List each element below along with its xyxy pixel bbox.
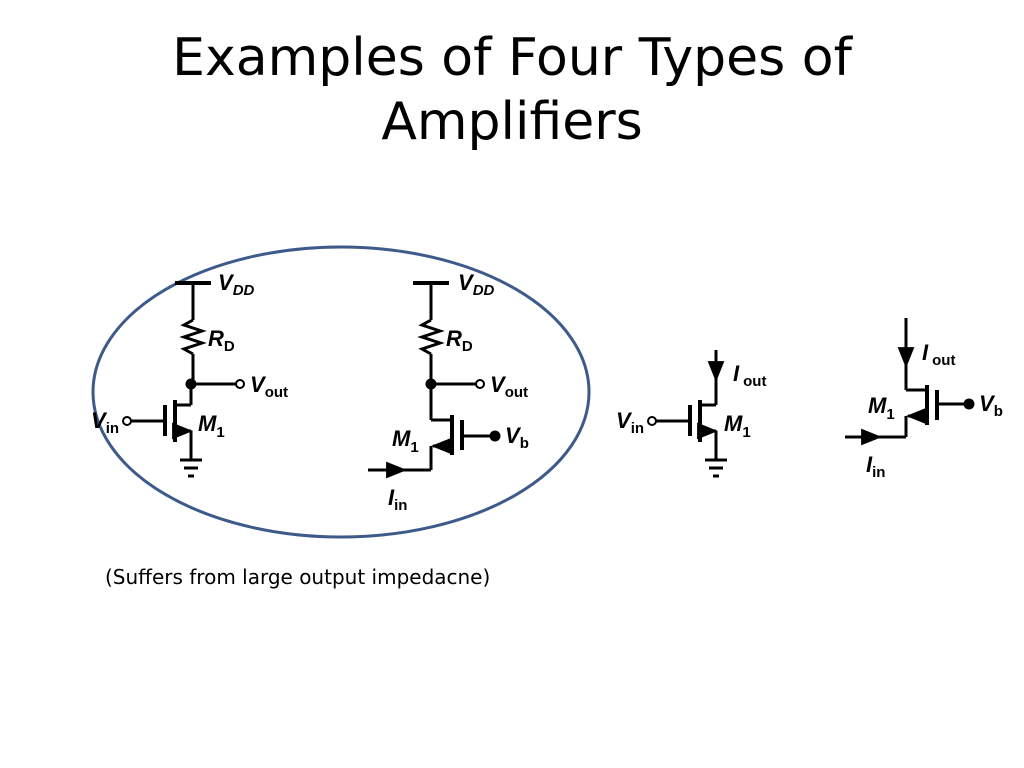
rd-label: RD xyxy=(208,326,235,355)
vin-label: Vin xyxy=(91,408,119,437)
slide-title: Examples of Four Types of Amplifiers xyxy=(0,26,1024,154)
iin-label: Iin xyxy=(866,452,885,481)
vin-label: Vin xyxy=(616,408,644,437)
circuit-current-amplifier xyxy=(845,318,975,446)
circuit-common-source xyxy=(122,281,245,478)
vout-label: Vout xyxy=(250,372,288,401)
circuit-2-labels: VDD RD Vout Vb M1 Iin xyxy=(388,270,529,514)
caption-text: (Suffers from large output impedacne) xyxy=(105,565,491,589)
vdd-label: VDD xyxy=(218,270,255,299)
m1-label: M1 xyxy=(724,411,751,441)
vdd-label: VDD xyxy=(458,270,495,299)
m1-label: M1 xyxy=(198,411,225,441)
circuit-1-labels: VDD RD Vout Vin M1 xyxy=(91,270,288,441)
title-line-1: Examples of Four Types of xyxy=(172,28,852,88)
m1-label: M1 xyxy=(868,393,895,423)
iin-label: Iin xyxy=(388,485,407,514)
rd-label: RD xyxy=(446,326,473,355)
circuit-transconductance xyxy=(647,350,727,478)
highlight-ellipse xyxy=(91,245,591,539)
title-line-2: Amplifiers xyxy=(381,92,643,152)
m1-label: M1 xyxy=(392,426,419,456)
vout-label: Vout xyxy=(490,372,528,401)
vb-label: Vb xyxy=(505,423,529,452)
circuit-common-gate xyxy=(368,281,501,479)
vb-label: Vb xyxy=(979,391,1003,420)
